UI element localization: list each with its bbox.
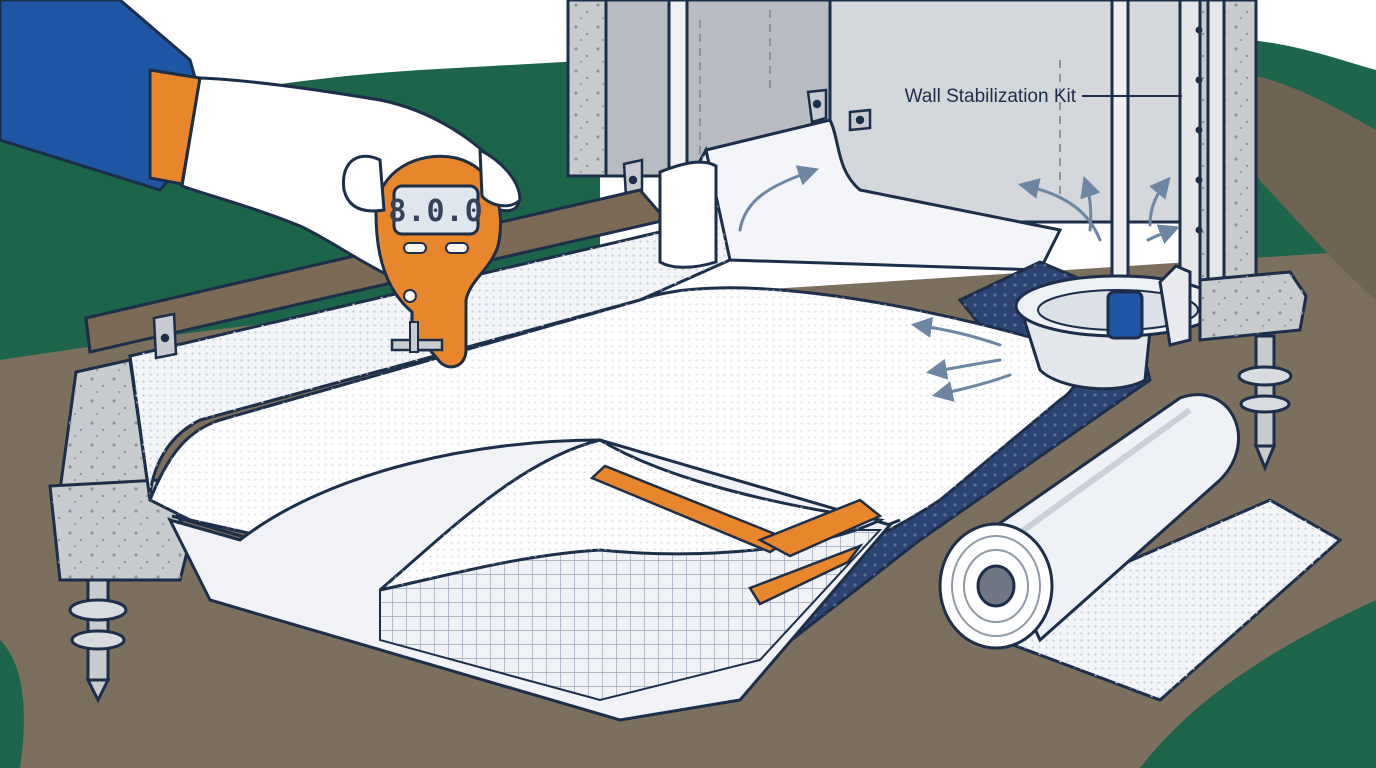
membrane-roll-icon [938, 393, 1343, 702]
airflow-arrows [738, 165, 1180, 244]
foundation-sill-right [1198, 270, 1308, 342]
foundation-wall-right [1194, 0, 1258, 282]
helical-pier-icon [1237, 334, 1293, 472]
grass-bottom-left [0, 640, 24, 768]
wall-panel-right [828, 0, 1198, 224]
gloved-thumb [342, 147, 522, 213]
moisture-meter-reading: 8.0.0 [388, 194, 483, 229]
floor-airflow-arrows [910, 316, 1012, 402]
callout-label: Wall Stabilization Kit [905, 86, 1077, 107]
seam-tape [589, 464, 883, 606]
wall-bracket [622, 88, 872, 198]
helical-pier-icon [68, 578, 128, 704]
sump-pit-icon [1014, 264, 1222, 391]
callout-wall-kit: Wall Stabilization Kit [905, 86, 1182, 107]
soil-ridge-right [1230, 70, 1376, 300]
moisture-meter-icon [374, 154, 502, 369]
wall-bracket-front [152, 312, 178, 360]
grass-bottom-right [1140, 600, 1376, 768]
foundation-wall-left [566, 0, 610, 178]
